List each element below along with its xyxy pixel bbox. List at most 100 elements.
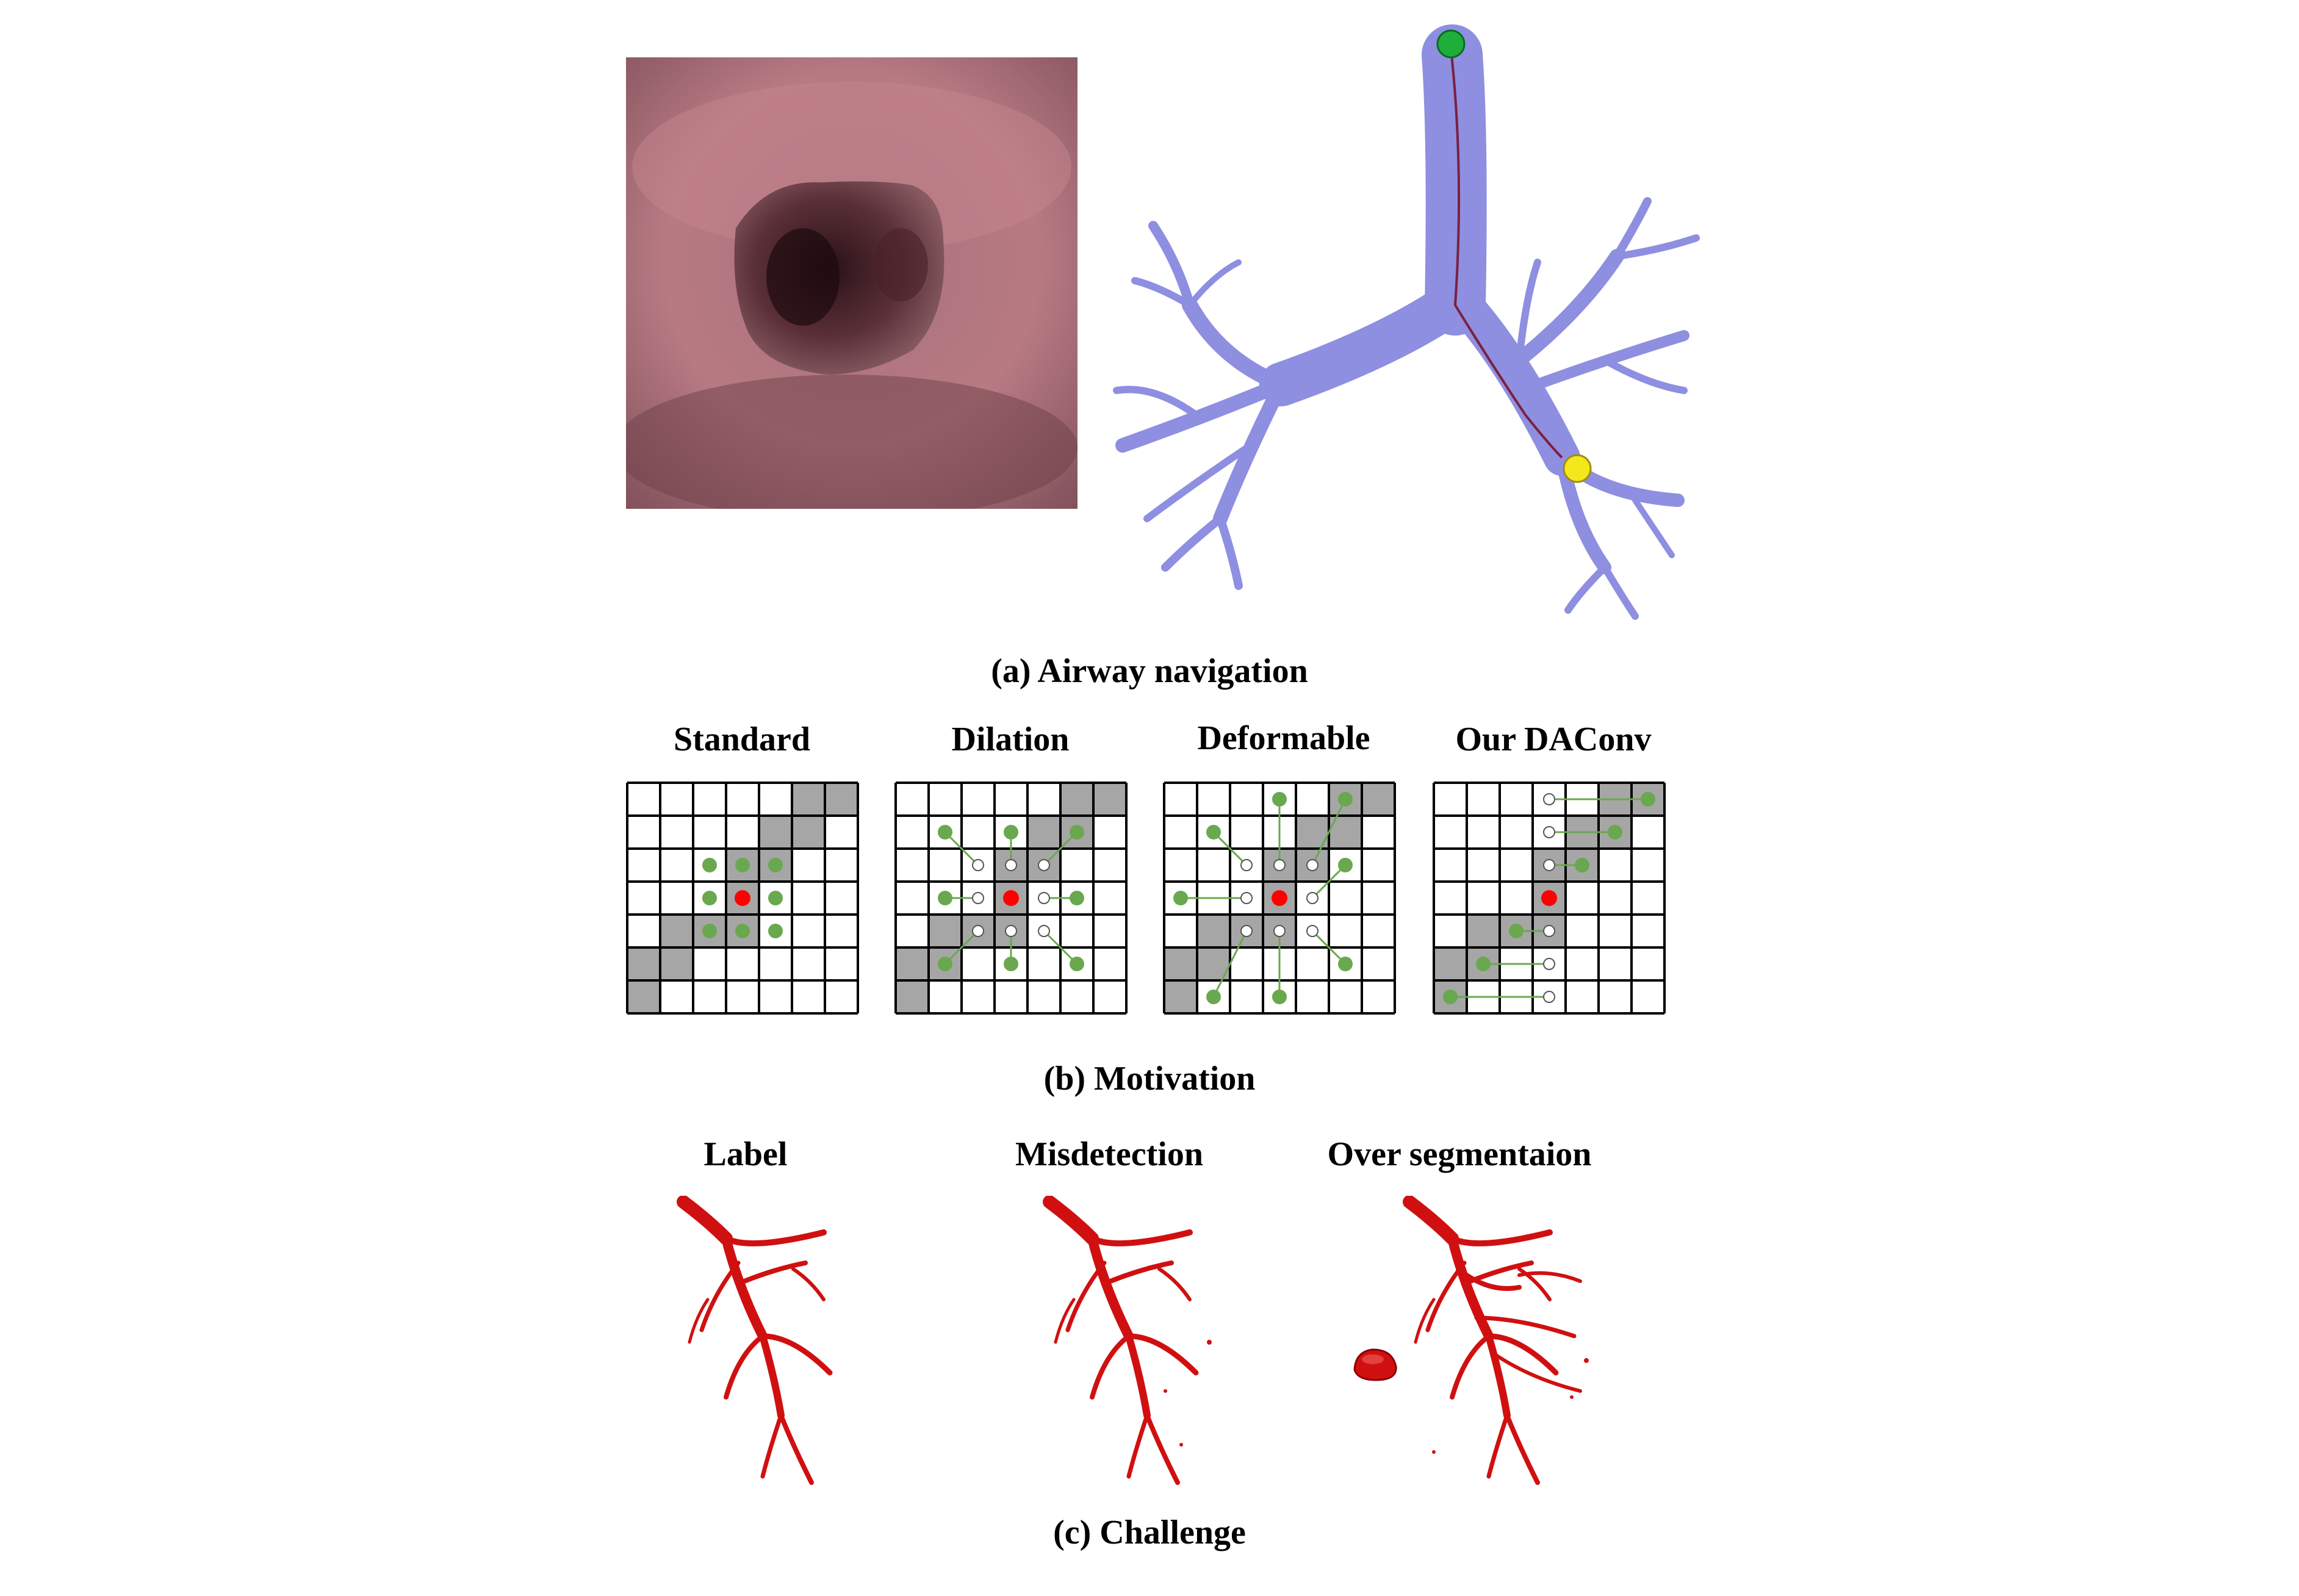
sample-point: [1206, 825, 1221, 839]
original-position: [1306, 859, 1319, 871]
sample-point: [938, 891, 952, 905]
original-position: [1273, 859, 1286, 871]
sample-point: [1004, 825, 1018, 839]
original-position: [1273, 925, 1286, 937]
endoscope-view: [626, 57, 1078, 509]
airway-branch-group: [1043, 1196, 1199, 1485]
false-positive-blob: [1348, 1342, 1403, 1385]
segmentation-misdetection: [1037, 1196, 1232, 1489]
offset-arrow: [944, 930, 979, 965]
original-position: [1543, 793, 1555, 805]
sample-point: [1476, 957, 1491, 971]
airway-branch-group: [677, 1196, 833, 1485]
sample-point: [1070, 891, 1084, 905]
grid-cell-filled: [1197, 915, 1230, 947]
offset-arrow: [1212, 831, 1248, 866]
offset-arrow: [1311, 799, 1347, 866]
airway-branch: [721, 1234, 768, 1341]
grid-cell-filled: [660, 947, 693, 980]
airway-branch-group: [1403, 1196, 1582, 1485]
grid-cell-filled: [1362, 783, 1395, 816]
grid-cell-filled: [896, 980, 929, 1013]
airway-branch: [677, 1196, 733, 1245]
original-position: [1240, 859, 1253, 871]
sample-point: [702, 858, 717, 872]
sample-point: [1004, 957, 1018, 971]
noise-fragment: [1207, 1340, 1212, 1345]
sample-point: [1338, 858, 1353, 872]
airway-branch: [1485, 1332, 1511, 1419]
center-point: [735, 890, 750, 906]
grid-cell-filled: [792, 816, 825, 849]
airway-branch: [759, 1332, 785, 1419]
airway-branch: [1486, 1333, 1559, 1376]
offset-arrow: [944, 831, 979, 866]
airway-branch: [1474, 1315, 1577, 1339]
sample-point: [735, 924, 750, 938]
airway-branch: [1517, 1267, 1552, 1301]
grid-cell-filled: [825, 783, 858, 816]
grid-cell-filled: [1164, 980, 1197, 1013]
airway-branch: [1087, 1234, 1134, 1341]
sample-point: [1608, 825, 1622, 839]
panel-title-standard: Standard: [673, 721, 811, 758]
sample-point: [1443, 990, 1458, 1004]
grid-cell-filled: [1467, 915, 1500, 947]
airway-branch: [1145, 1413, 1180, 1485]
airway-branch: [1065, 1260, 1107, 1332]
grid-cell-filled: [627, 947, 660, 980]
original-position: [972, 925, 984, 937]
airway-branch: [724, 1334, 765, 1400]
airway-branch: [1456, 1267, 1522, 1291]
grid-cell-filled: [1093, 783, 1126, 816]
airway-branch: [1126, 1413, 1150, 1479]
center-point: [1003, 890, 1019, 906]
grid-cell-filled: [660, 915, 693, 947]
airway-branch: [723, 1229, 827, 1246]
original-position: [1240, 925, 1253, 937]
original-position: [972, 892, 984, 904]
airway-branch: [760, 1333, 833, 1376]
sample-point: [1272, 990, 1287, 1004]
sample-point: [702, 924, 717, 938]
sample-point: [1509, 924, 1524, 938]
grid-cell-filled: [929, 915, 962, 947]
airway-branch: [1486, 1413, 1509, 1479]
grid-cell-filled: [1434, 947, 1467, 980]
caption-challenge: (c) Challenge: [1053, 1514, 1246, 1551]
sample-point: [1575, 858, 1589, 872]
sample-point: [768, 924, 783, 938]
original-position: [1543, 958, 1555, 970]
grid-cell-filled: [1027, 816, 1060, 849]
airway-tree-3d: [1098, 18, 1708, 622]
panel-title-our-daconv: Our DAConv: [1455, 721, 1652, 758]
noise-fragment: [1584, 1358, 1589, 1363]
airway-branch: [760, 1413, 783, 1479]
airway-branch: [1043, 1196, 1099, 1245]
sample-point: [1338, 792, 1353, 807]
start-marker-icon: [1436, 29, 1466, 59]
original-position: [1543, 991, 1555, 1003]
airway-branch: [688, 1298, 710, 1344]
sample-point: [1641, 792, 1655, 807]
caption-airway-navigation: (a) Airway navigation: [991, 652, 1308, 690]
airway-branch: [1517, 1271, 1582, 1283]
center-point: [1541, 890, 1557, 906]
original-position: [1038, 925, 1050, 937]
noise-fragment: [1432, 1450, 1436, 1454]
original-position: [972, 859, 984, 871]
original-position: [1038, 859, 1050, 871]
panel-title-deformable: Deformable: [1197, 719, 1370, 757]
segmentation-label: [671, 1196, 866, 1489]
sample-point: [768, 858, 783, 872]
airway-branch: [779, 1413, 814, 1485]
sample-point: [938, 957, 952, 971]
airway-branch: [1126, 1333, 1199, 1376]
airway-branch: [742, 1260, 808, 1284]
original-position: [1306, 925, 1319, 937]
sample-point: [938, 825, 952, 839]
noise-fragment: [1164, 1389, 1167, 1393]
end-marker-icon: [1563, 454, 1592, 483]
original-position: [1543, 826, 1555, 838]
sample-point: [768, 891, 783, 905]
